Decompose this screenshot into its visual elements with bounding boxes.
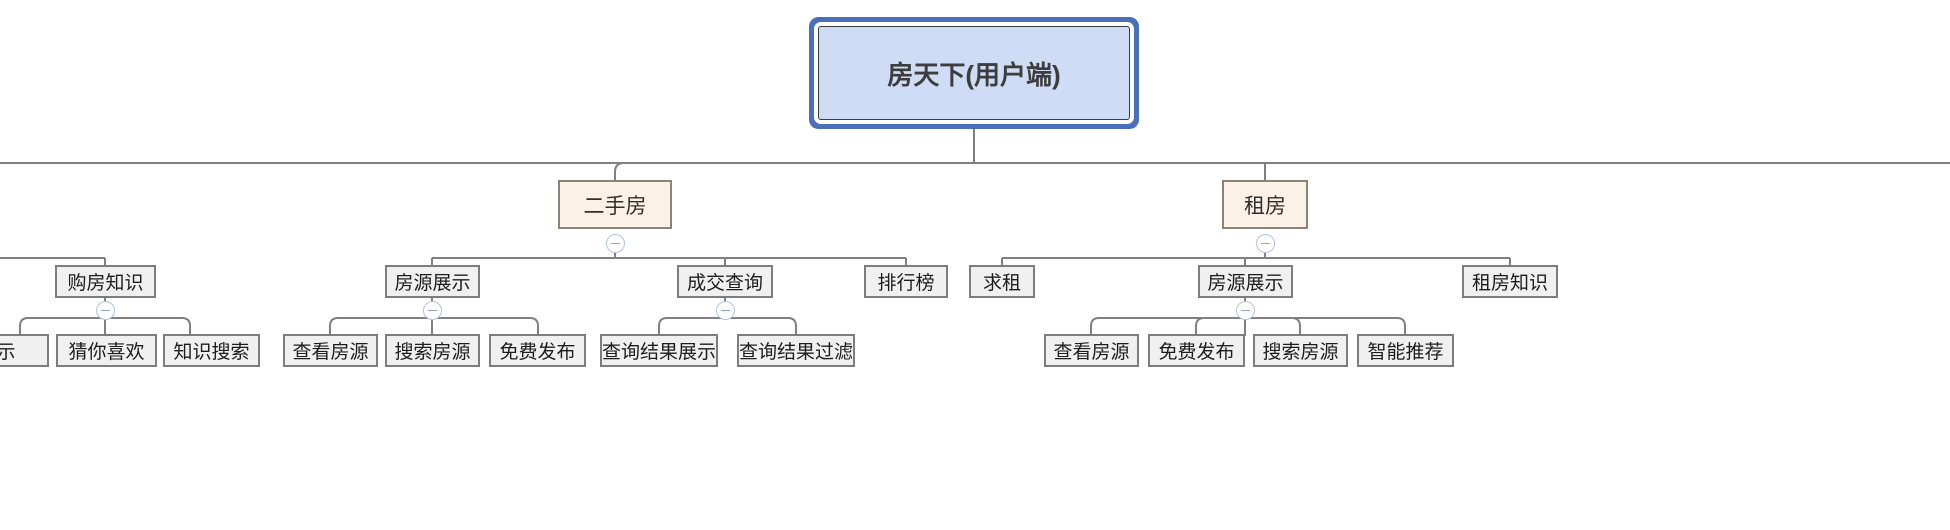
node-label: 免费发布 (1158, 342, 1235, 363)
node-qiuzu[interactable]: 求租 (969, 265, 1035, 298)
node-label: 房源展示 (394, 273, 471, 294)
node-label: 搜索房源 (1262, 342, 1339, 363)
node-chengjiaochaxun[interactable]: 成交查询 (677, 265, 773, 298)
node-label: 房源展示 (1207, 273, 1284, 294)
collapse-minus-icon-goufangzhishi[interactable] (96, 301, 115, 320)
minus-glyph (721, 309, 730, 312)
node-zufangzhishi[interactable]: 租房知识 (1462, 265, 1558, 298)
leaf-chakanfangyuan-zufang[interactable]: 查看房源 (1044, 334, 1139, 367)
leaf-chaxunjieguoguolv[interactable]: 查询结果过滤 (737, 334, 855, 367)
node-label: 搜索房源 (394, 342, 471, 363)
node-ershoufang[interactable]: 二手房 (558, 180, 672, 229)
node-label: 租房 (1244, 194, 1286, 218)
leaf-cainixihuan[interactable]: 猜你喜欢 (56, 334, 157, 367)
collapse-minus-icon-fangyuanzhanshi-ershoufang[interactable] (423, 301, 442, 320)
leaf-mianfeifabu-zufang[interactable]: 免费发布 (1148, 334, 1245, 367)
node-label: 房天下(用户端) (887, 59, 1061, 90)
node-label: 成交查询 (686, 273, 763, 294)
node-fangyuanzhanshi-zufang[interactable]: 房源展示 (1198, 265, 1293, 298)
minus-glyph (101, 309, 110, 312)
node-label: 智能推荐 (1367, 342, 1444, 363)
minus-glyph (1261, 242, 1270, 245)
leaf-sousuofangyuan-zufang[interactable]: 搜索房源 (1253, 334, 1348, 367)
node-label: 知识搜索 (173, 342, 250, 363)
leaf-chaxunjieguozhanshi[interactable]: 查询结果展示 (600, 334, 718, 367)
minus-glyph (611, 242, 620, 245)
leaf-mianfeifabu-ershoufang[interactable]: 免费发布 (489, 334, 586, 367)
node-root-fangtianxia[interactable]: 房天下(用户端) (818, 26, 1130, 120)
node-label: 排行榜 (877, 273, 935, 294)
node-label: 猜你喜欢 (68, 342, 145, 363)
node-label: 免费发布 (499, 342, 576, 363)
root-selection-frame (810, 18, 1138, 128)
node-label: 查询结果过滤 (739, 342, 854, 363)
node-label: 查看房源 (292, 342, 369, 363)
node-fangyuanzhanshi-ershoufang[interactable]: 房源展示 (385, 265, 480, 298)
leaf-chakanfangyuan-ershoufang[interactable]: 查看房源 (283, 334, 378, 367)
leaf-sousuofangyuan-ershoufang[interactable]: 搜索房源 (385, 334, 480, 367)
collapse-minus-icon-ershoufang[interactable] (606, 234, 625, 253)
leaf-zhanshi-truncated[interactable]: 展示 (0, 334, 49, 367)
collapse-minus-icon-zufang[interactable] (1256, 234, 1275, 253)
node-label: 展示 (0, 342, 16, 363)
minus-glyph (428, 309, 437, 312)
node-label: 查询结果展示 (602, 342, 717, 363)
collapse-minus-icon-chengjiaochaxun[interactable] (716, 301, 735, 320)
leaf-zhinengtuijian[interactable]: 智能推荐 (1357, 334, 1454, 367)
node-label: 租房知识 (1471, 273, 1548, 294)
collapse-minus-icon-fangyuanzhanshi-zufang[interactable] (1236, 301, 1255, 320)
node-zufang[interactable]: 租房 (1222, 180, 1308, 229)
leaf-zhishisousuo[interactable]: 知识搜索 (163, 334, 260, 367)
node-paihangbang[interactable]: 排行榜 (864, 265, 948, 298)
node-label: 二手房 (583, 194, 647, 218)
node-label: 购房知识 (67, 273, 144, 294)
node-goufangzhishi[interactable]: 购房知识 (55, 265, 156, 298)
node-label: 求租 (982, 273, 1021, 294)
node-label: 查看房源 (1053, 342, 1130, 363)
minus-glyph (1241, 309, 1250, 312)
